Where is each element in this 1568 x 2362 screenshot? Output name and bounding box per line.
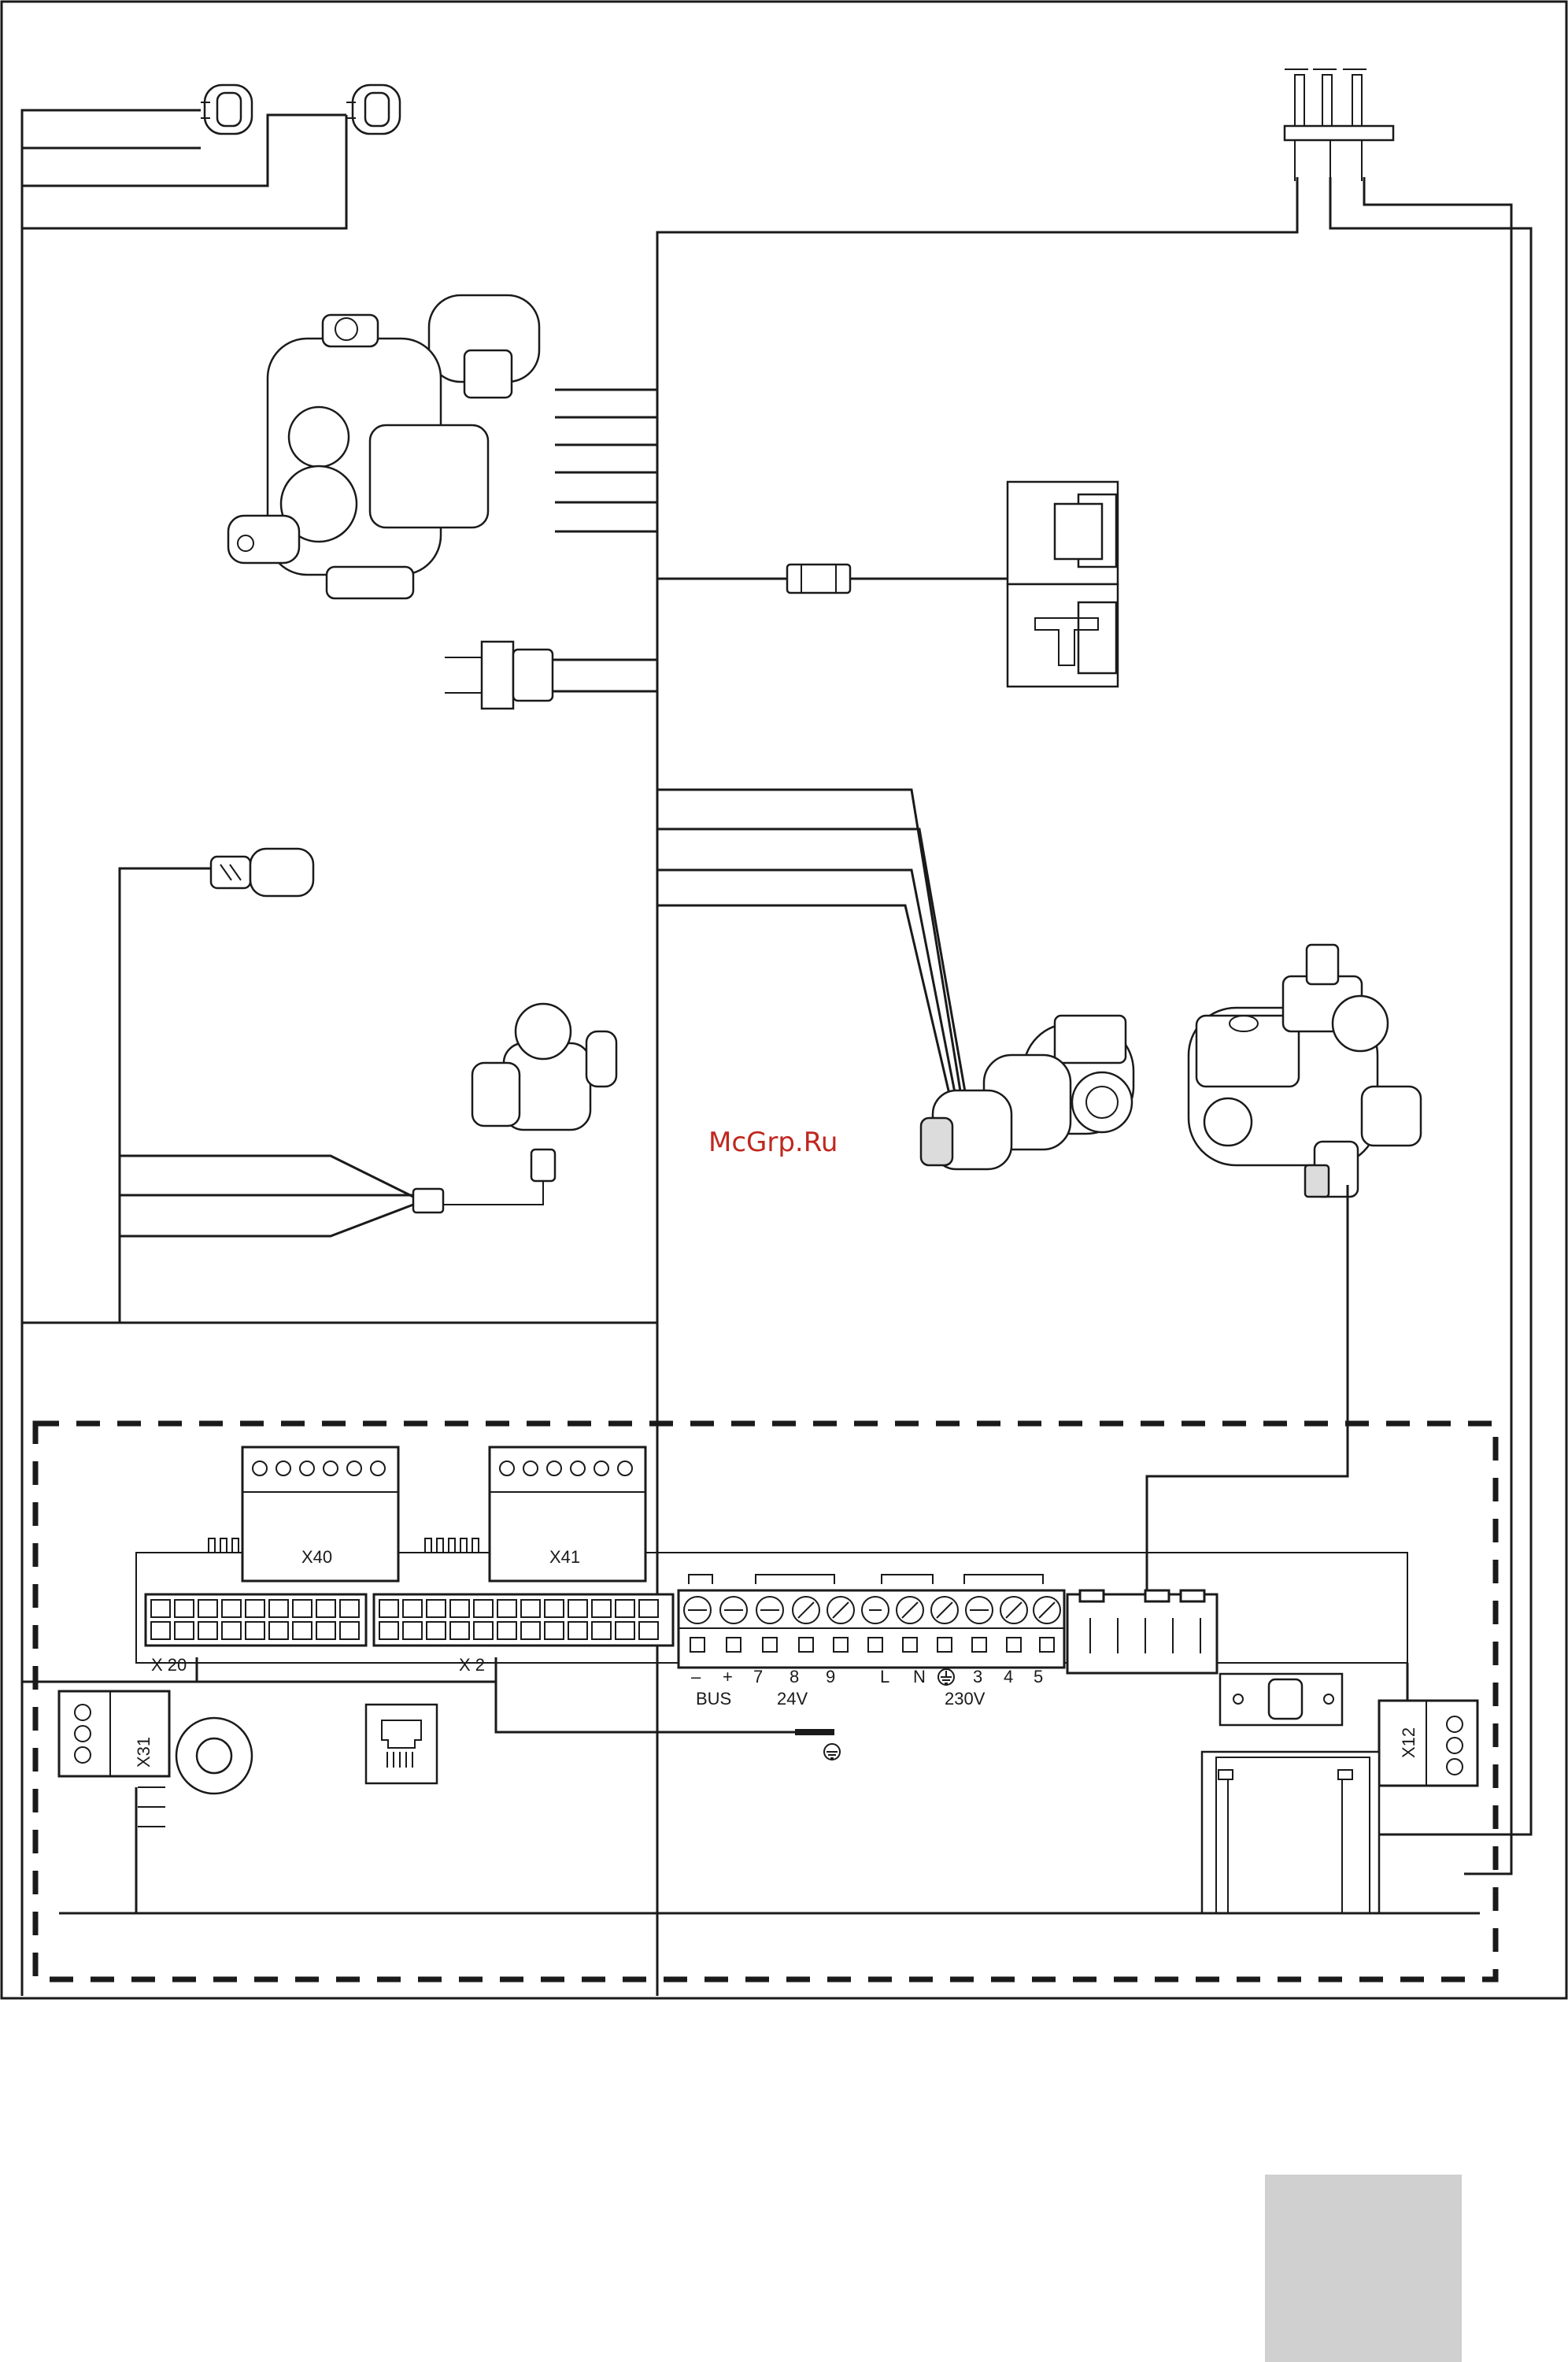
label-x2: X 2 — [459, 1655, 485, 1675]
flow-sensor-icon — [472, 1004, 616, 1181]
sensor-right-icon — [346, 85, 400, 134]
label-x12: X12 — [1399, 1727, 1418, 1758]
gas-valve-icon — [228, 295, 539, 598]
label-x20: X 20 — [151, 1655, 187, 1675]
terminal-label-minus: – — [691, 1667, 701, 1686]
terminal-label-plus: + — [723, 1667, 733, 1686]
connector-x2 — [374, 1594, 673, 1646]
plug-connector-icon — [445, 642, 553, 709]
label-x40: X40 — [301, 1547, 332, 1567]
terminal-label-3: 3 — [973, 1667, 982, 1686]
terminal-label-n: N — [913, 1667, 926, 1686]
ignition-module-icon — [1202, 1752, 1379, 1913]
inline-connector-icon — [787, 565, 850, 593]
pressure-switch-icon — [1008, 482, 1118, 687]
terminal-strip — [679, 1575, 1064, 1668]
terminal-label-l: L — [880, 1667, 889, 1686]
rj-jack-icon — [366, 1705, 437, 1783]
group-label-230v: 230V — [945, 1689, 986, 1709]
potentiometer-icon — [176, 1718, 252, 1794]
terminal-label-7: 7 — [753, 1667, 763, 1686]
ignition-electrode-icon — [1285, 69, 1393, 181]
group-label-24v: 24V — [777, 1689, 808, 1709]
terminal-label-8: 8 — [790, 1667, 799, 1686]
inline-fuse-icon — [413, 1189, 443, 1212]
page-tab — [1265, 2175, 1462, 2362]
pump-board-connector — [1067, 1590, 1217, 1673]
pump-icon — [1189, 945, 1421, 1197]
terminal-label-9: 9 — [826, 1667, 835, 1686]
sensor-left-icon — [201, 85, 252, 134]
connector-x12 — [1379, 1701, 1477, 1786]
watermark-text: McGrp.Ru — [708, 1127, 838, 1158]
terminal-label-5: 5 — [1034, 1667, 1043, 1686]
fuse-holder-icon — [1220, 1674, 1342, 1725]
group-label-bus: BUS — [696, 1689, 731, 1709]
connector-x20 — [146, 1594, 366, 1646]
label-x41: X41 — [549, 1547, 580, 1567]
temperature-sensor-icon — [211, 849, 313, 896]
label-x31: X31 — [134, 1737, 153, 1768]
terminal-label-4: 4 — [1004, 1667, 1013, 1686]
